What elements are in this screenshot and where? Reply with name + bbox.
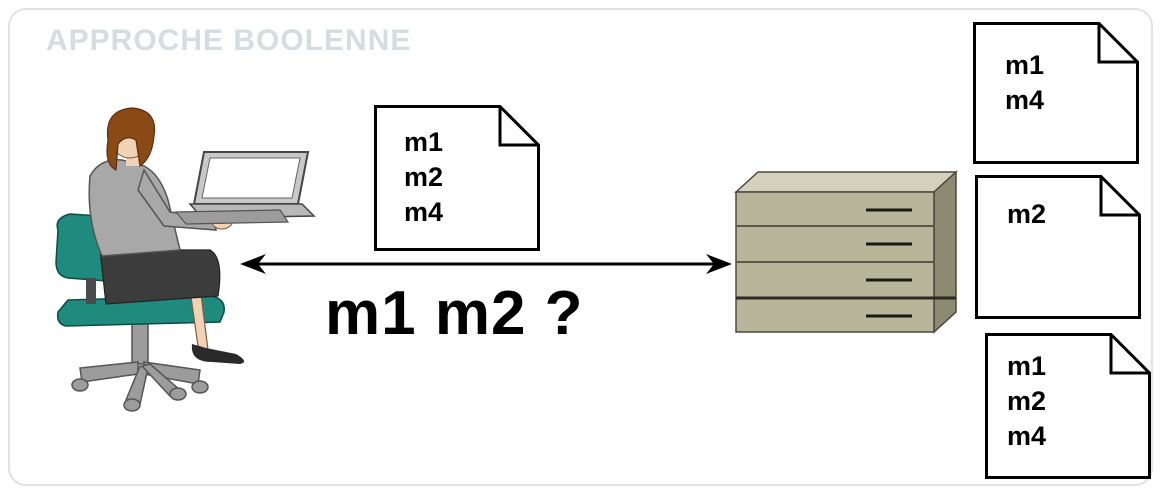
document-term: m1 (1007, 351, 1047, 381)
document-term: m1 (404, 127, 444, 157)
diagram-frame (8, 8, 1153, 486)
document-icon (973, 22, 1139, 164)
woman-at-laptop-icon (55, 107, 316, 412)
server-document-3: m1 m2 m4 (985, 333, 1151, 479)
server-document-1: m1 m4 (973, 22, 1139, 164)
document-term: m2 (1007, 199, 1047, 229)
document-term: m1 (1005, 50, 1045, 80)
server-document-2: m2 (975, 175, 1141, 319)
document-term: m4 (404, 197, 444, 227)
double-headed-arrow (240, 254, 732, 274)
document-term: m2 (1007, 386, 1047, 416)
document-icon (374, 105, 540, 251)
document-icon (975, 175, 1141, 319)
file-cabinet-server-icon (734, 170, 958, 334)
diagram-title: APPROCHE BOOLENNE (46, 24, 412, 57)
query-document: m1 m2 m4 (374, 105, 540, 251)
query-text: m1 m2 ? (325, 279, 584, 348)
document-term: m4 (1007, 421, 1047, 451)
document-term: m2 (404, 162, 444, 192)
document-icon (985, 333, 1151, 479)
document-term: m4 (1005, 85, 1045, 115)
